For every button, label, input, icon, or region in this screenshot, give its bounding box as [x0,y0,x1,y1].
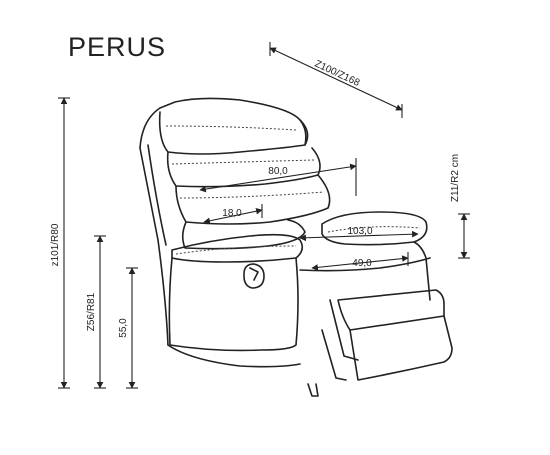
depth-label: Z100/Z168 [313,59,362,90]
footrest-lower [349,315,453,381]
right-armrest [321,211,428,246]
dimension-lines [58,42,470,389]
seat-width-line [311,255,409,271]
head-width-label: 18,0 [222,208,242,219]
depth-line [269,47,403,111]
left-armrest [171,233,304,263]
seat-depth-line [299,230,419,242]
seat-depth-label: 103,0 [347,226,372,237]
back-frame [139,97,307,149]
leg [307,383,319,397]
support-bar-a [321,329,347,381]
footrest [337,289,445,331]
lower-cushion [175,174,331,225]
recline-lever [243,263,265,289]
back-side [139,147,169,346]
total-height-label: z101/R80 [50,223,61,266]
stitching [165,125,421,255]
support-bar-b [329,299,359,361]
seat-height-label: Z56/R81 [86,292,97,331]
product-title: PERUS [68,32,167,62]
head-width-line [203,207,263,225]
inner-height-label: Z11/R2 cm [450,154,461,202]
chair-base [167,344,301,368]
leg-height-label: 55,0 [118,318,129,338]
left-arm-panel [168,257,299,352]
headrest-cushion [158,111,309,155]
back-width-label: 80,0 [268,166,288,177]
chair-outline [139,97,453,397]
back-width-line [199,163,357,193]
seat-width-label: 49,0 [352,258,372,269]
